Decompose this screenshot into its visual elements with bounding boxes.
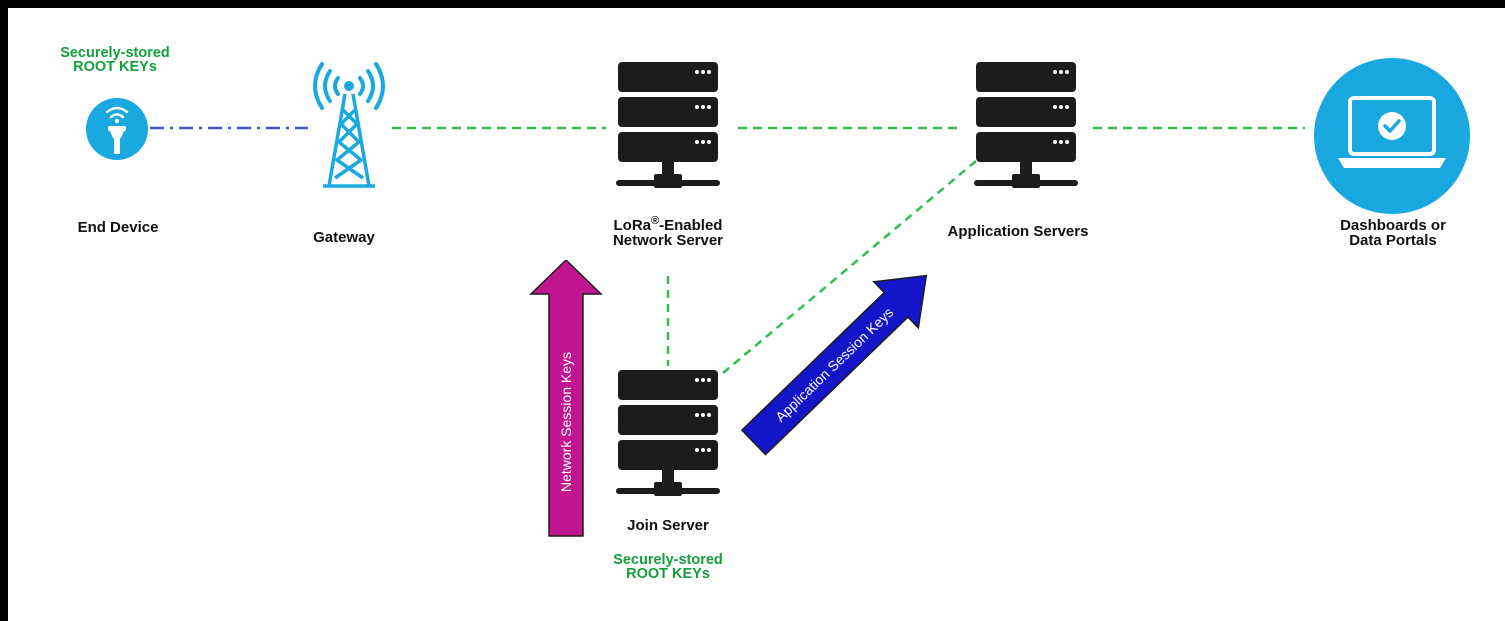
diagram-canvas: Securely-stored ROOT KEYs End Device Gat… <box>8 8 1505 621</box>
connection-lines <box>150 126 1305 374</box>
network-session-keys-text: Network Session Keys <box>558 352 574 492</box>
application-session-keys-arrow: Application Session Keys <box>740 274 928 456</box>
server-icon <box>616 62 720 188</box>
dashboards-label: Dashboards or Data Portals <box>1340 217 1446 249</box>
application-servers-label: Application Servers <box>947 223 1089 240</box>
laptop-check-icon <box>1314 58 1470 214</box>
end-device-label: End Device <box>77 219 159 236</box>
application-session-keys-text: Application Session Keys <box>772 304 896 425</box>
end-device-keys-label: Securely-stored ROOT KEYs <box>60 45 170 75</box>
join-server-keys-label: Securely-stored ROOT KEYs <box>613 552 723 582</box>
cell-tower-icon <box>313 62 385 188</box>
server-icon <box>974 62 1078 188</box>
network-server-label: LoRa®-Enabled Network Server <box>612 215 724 249</box>
join-server-label: Join Server <box>627 517 709 534</box>
network-session-keys-arrow: Network Session Keys <box>529 260 603 537</box>
server-icon <box>616 370 720 496</box>
gateway-label: Gateway <box>313 229 375 246</box>
device-icon <box>86 98 148 160</box>
